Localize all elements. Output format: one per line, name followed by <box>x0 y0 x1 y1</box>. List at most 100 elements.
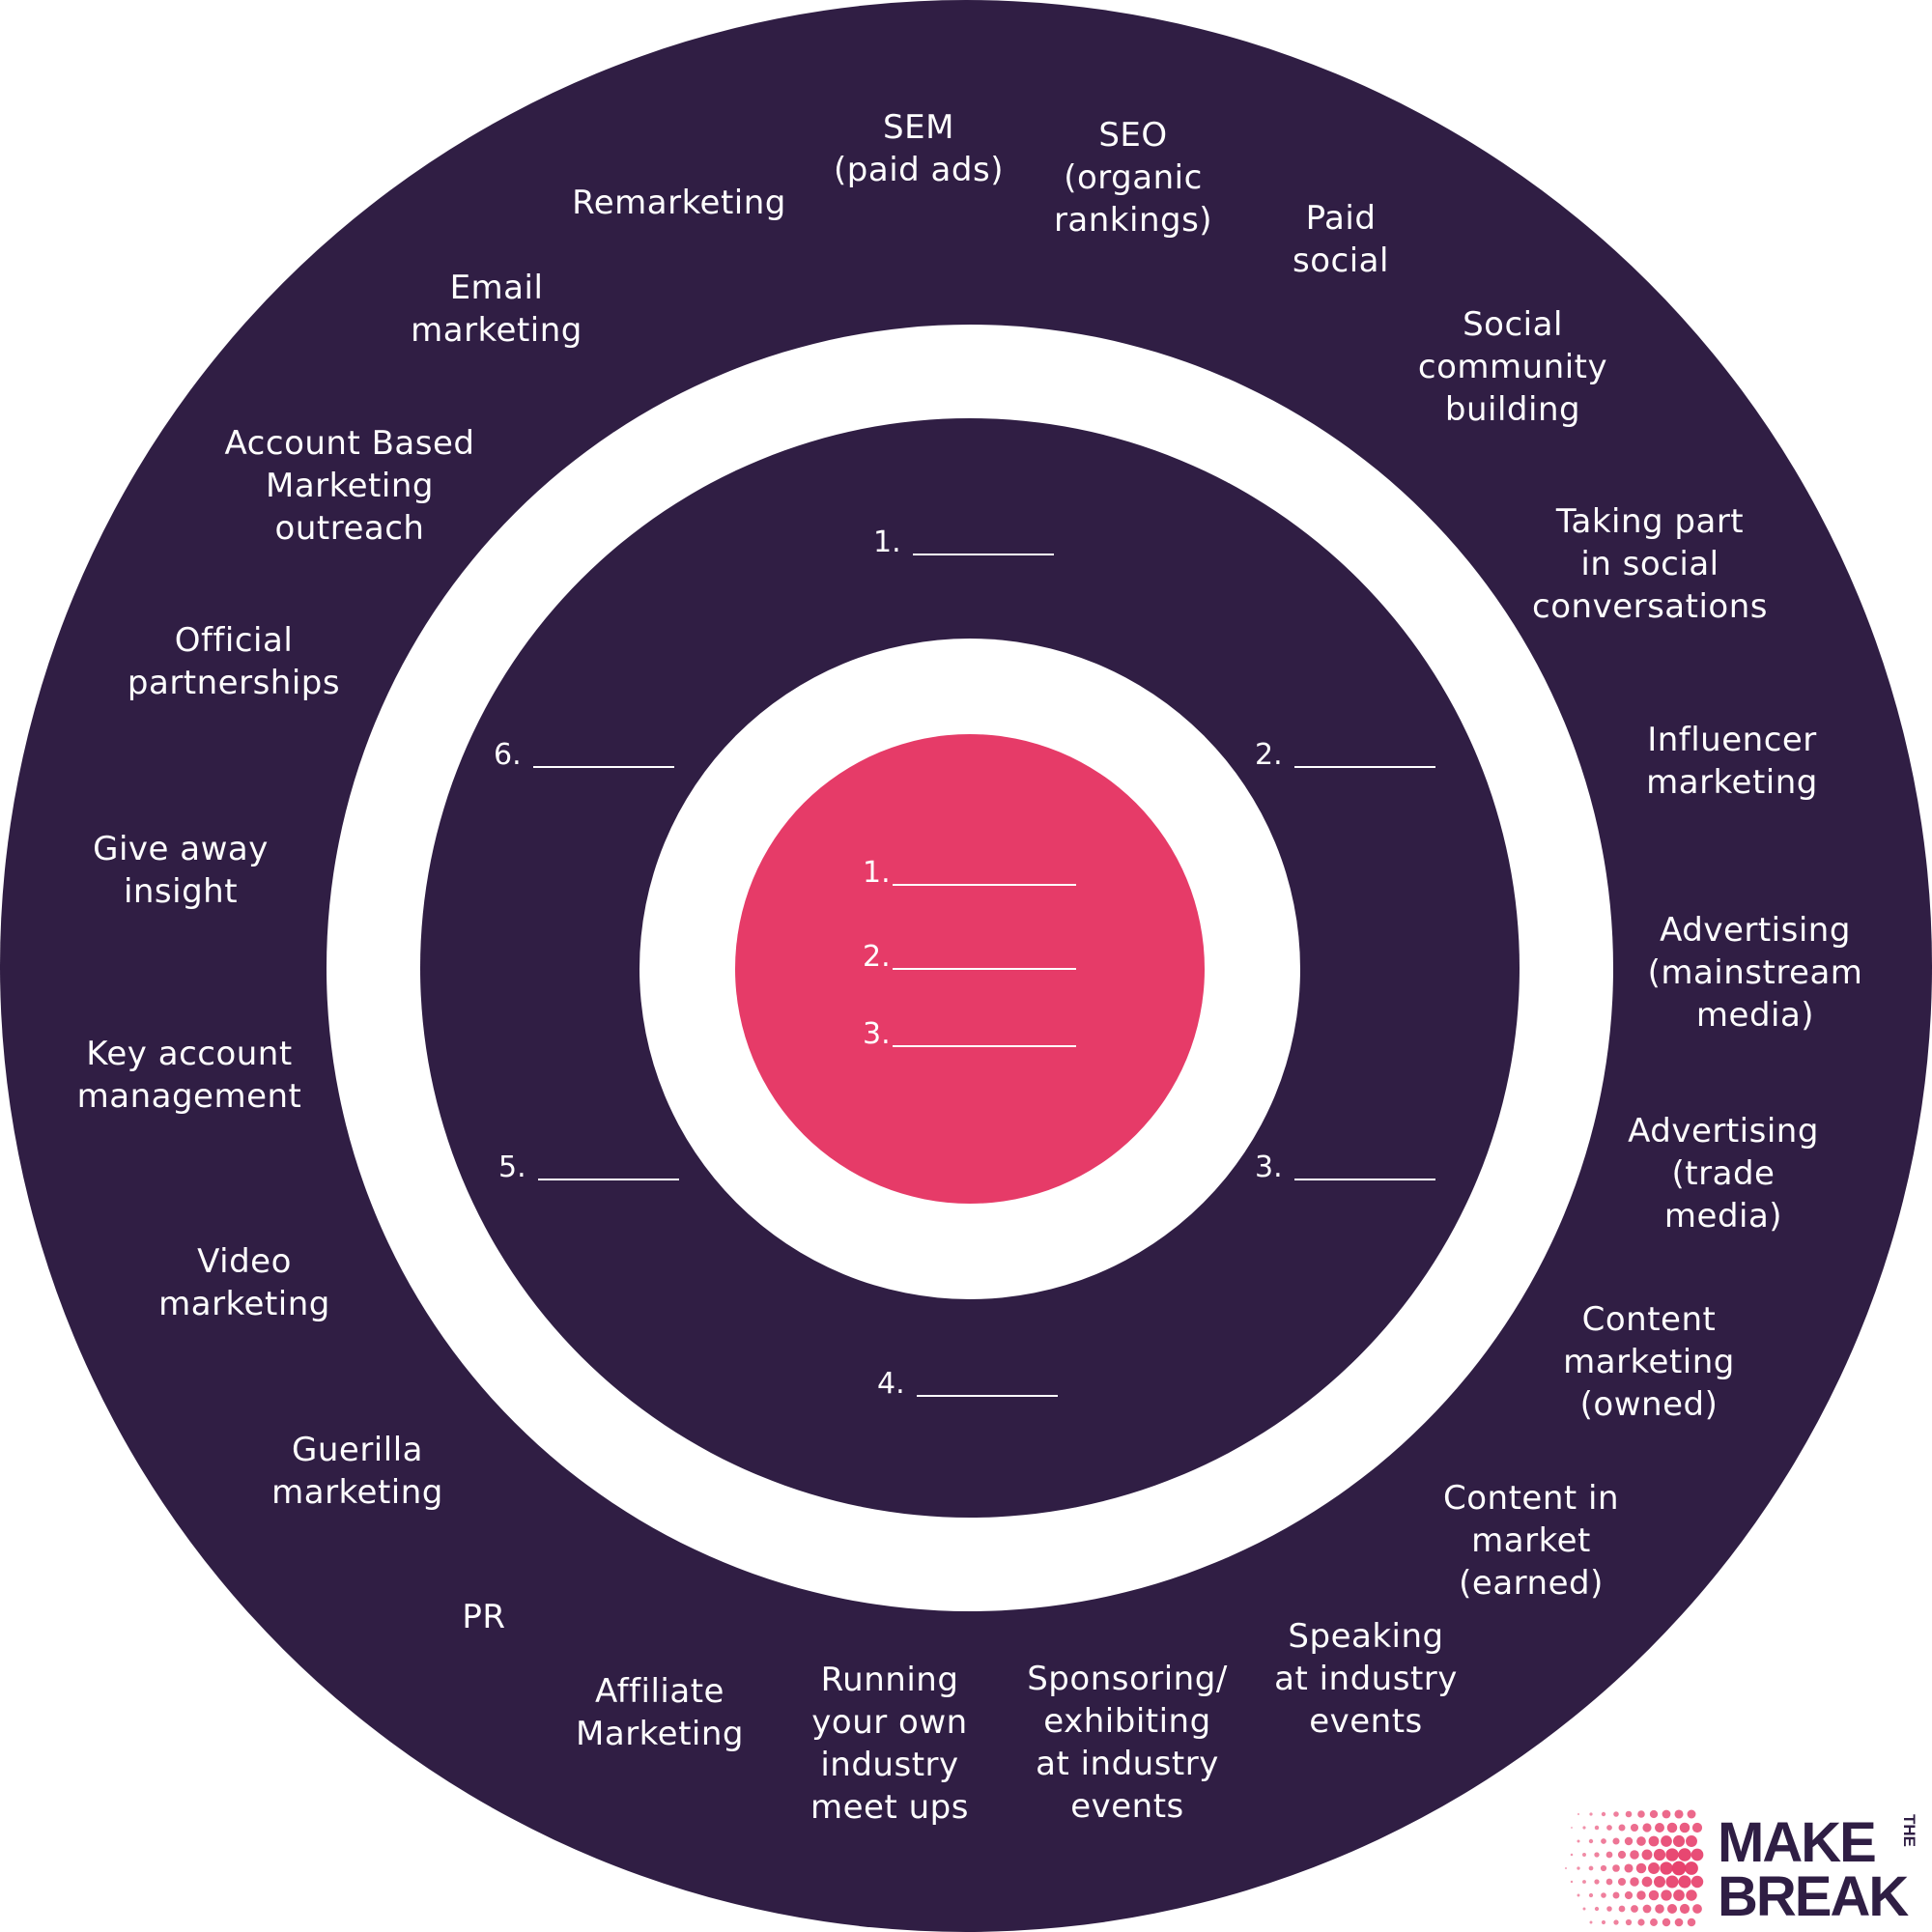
logo-dot <box>1641 1876 1653 1888</box>
logo-dot <box>1660 1861 1673 1875</box>
middle-slot-6: 6. <box>494 738 674 772</box>
outer-label-influencer: Influencer marketing <box>1646 721 1818 802</box>
logo-dot <box>1673 1889 1685 1901</box>
outer-label-speaking: Speaking at industry events <box>1274 1617 1458 1741</box>
logo-dot <box>1577 1866 1580 1870</box>
logo-dot <box>1589 1920 1593 1924</box>
logo-dot <box>1648 1835 1660 1847</box>
logo-dot <box>1601 1919 1606 1925</box>
logo-dot <box>1624 1890 1634 1900</box>
logo-dot <box>1570 1853 1574 1857</box>
logo-dot <box>1671 1861 1687 1876</box>
logo-dot <box>1661 1889 1672 1901</box>
logo-dot <box>1630 1877 1639 1887</box>
outer-label-remarketing: Remarketing <box>572 184 786 222</box>
logo-dot <box>1613 1811 1619 1817</box>
logo-dot <box>1630 1850 1639 1860</box>
outer-label-official-partnerships: Official partnerships <box>127 621 341 702</box>
logo-dot <box>1635 1862 1647 1874</box>
logo-dot <box>1674 1809 1684 1819</box>
bullseye-slot-2: 2. <box>863 940 1076 974</box>
logo-dot <box>1605 1878 1613 1886</box>
logo-dot <box>1690 1875 1704 1889</box>
middle-slot-4: 4. <box>877 1367 1058 1401</box>
logo-dot <box>1637 1918 1645 1926</box>
logo-dots-icon <box>1565 1809 1704 1927</box>
logo-dot <box>1624 1863 1634 1873</box>
logo-dot <box>1641 1849 1653 1861</box>
logo-dot <box>1687 1918 1696 1927</box>
logo-dot <box>1577 1813 1579 1815</box>
logo-dot <box>1618 1905 1626 1913</box>
logo-dot <box>1672 1834 1686 1848</box>
outer-label-seo: SEO (organic rankings) <box>1053 116 1213 240</box>
logo-dot <box>1571 1827 1573 1829</box>
logo-dot <box>1636 1890 1646 1900</box>
logo-dot <box>1692 1904 1702 1914</box>
outer-label-key-account: Key account management <box>76 1035 302 1116</box>
logo-dot <box>1678 1875 1691 1889</box>
outer-label-meet-ups: Running your own industry meet ups <box>810 1661 969 1827</box>
outer-label-content-earned: Content in market (earned) <box>1442 1479 1620 1603</box>
logo-dot <box>1686 1889 1697 1901</box>
logo-dot <box>1618 1824 1626 1832</box>
logo-dot <box>1653 1848 1666 1861</box>
logo-dot <box>1612 1891 1620 1899</box>
logo-dot <box>1565 1867 1567 1869</box>
logo-wordmark: MAKE BREAK <box>1718 1811 1909 1928</box>
logo-dot <box>1617 1877 1627 1887</box>
logo-dot <box>1655 1904 1664 1914</box>
logo-dot <box>1662 1809 1671 1819</box>
logo-dot <box>1605 1851 1613 1859</box>
outer-label-give-away-insight: Give away insight <box>93 830 269 911</box>
logo-dot <box>1612 1864 1620 1872</box>
logo-dot <box>1582 1880 1586 1884</box>
logo-dot <box>1666 1903 1678 1915</box>
logo-dot <box>1648 1889 1660 1901</box>
logo-dot <box>1577 1893 1580 1897</box>
logo-dot <box>1636 1836 1646 1846</box>
outer-label-social-community: Social community building <box>1417 305 1608 429</box>
outer-label-abm: Account Based Marketing outreach <box>224 424 475 548</box>
logo-dot <box>1601 1892 1606 1898</box>
middle-slot-2: 2. <box>1255 738 1435 772</box>
logo-dot <box>1594 1879 1600 1885</box>
logo-dot <box>1606 1906 1612 1912</box>
outer-label-content-owned: Content marketing (owned) <box>1563 1300 1735 1424</box>
make-the-break-logo: MAKE BREAK THE <box>1546 1806 1932 1932</box>
logo-dot <box>1685 1861 1698 1875</box>
logo-dot <box>1601 1838 1606 1844</box>
outer-label-social-conversations: Taking part in social conversations <box>1532 502 1768 626</box>
logo-dot <box>1617 1850 1627 1860</box>
logo-dot <box>1631 1905 1638 1913</box>
logo-dot <box>1594 1852 1600 1858</box>
logo-dot <box>1589 1812 1593 1816</box>
logo-dot <box>1661 1835 1672 1847</box>
logo-dot <box>1691 1822 1703 1833</box>
outer-label-sem: SEM (paid ads) <box>834 108 1004 189</box>
logo-dot <box>1679 1903 1690 1915</box>
logo-dot <box>1612 1837 1620 1845</box>
logo-dot <box>1606 1825 1612 1831</box>
logo-dot <box>1642 1904 1652 1914</box>
logo-dot <box>1588 1892 1594 1898</box>
logo-dot <box>1637 1810 1645 1818</box>
logo-dot <box>1625 1918 1633 1926</box>
logo-dot <box>1625 1810 1633 1818</box>
middle-slot-5: 5. <box>498 1151 679 1184</box>
logo-dot <box>1630 1823 1639 1833</box>
logo-dot <box>1665 1848 1679 1861</box>
middle-slot-3: 3. <box>1255 1151 1435 1184</box>
logo-dot <box>1594 1906 1600 1912</box>
logo-dot <box>1588 1865 1594 1871</box>
outer-label-email: Email marketing <box>411 269 582 350</box>
logo-the: THE <box>1900 1814 1918 1847</box>
logo-dot <box>1648 1862 1660 1874</box>
logo-dot <box>1687 1809 1696 1819</box>
logo-dot <box>1650 1918 1658 1926</box>
logo-dot <box>1594 1825 1600 1831</box>
logo-dot <box>1686 1835 1697 1847</box>
logo-dot <box>1570 1880 1574 1884</box>
logo-dot <box>1600 1864 1607 1872</box>
